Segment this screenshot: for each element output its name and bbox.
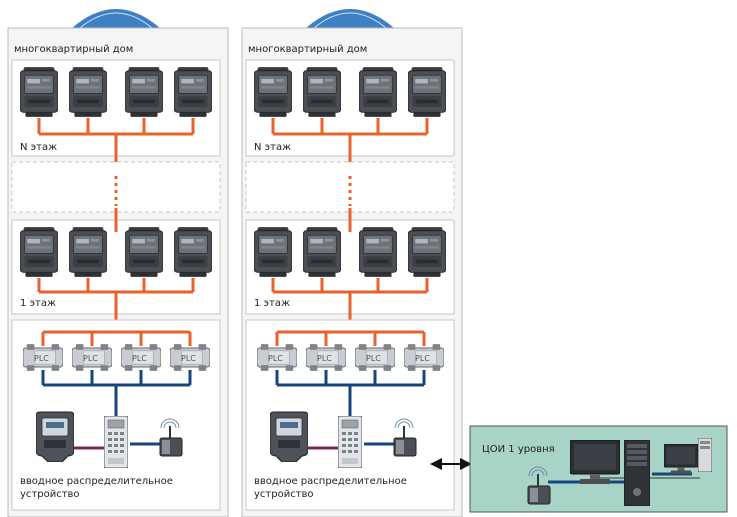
data-center: ЦОИ 1 уровня — [469, 425, 728, 513]
electricity-meter-icon — [359, 66, 397, 118]
data-center-label: ЦОИ 1 уровня — [482, 444, 555, 455]
floor-label-n: N этаж — [254, 142, 291, 153]
device-label-line2: устройство — [254, 489, 314, 500]
plc-label: PLC — [268, 354, 283, 363]
plc-label: PLC — [34, 354, 49, 363]
electricity-meter-icon — [359, 226, 397, 278]
building-title: многоквартирный дом — [248, 44, 367, 55]
electricity-meter-icon — [69, 226, 107, 278]
dome — [72, 9, 160, 28]
dome — [306, 9, 394, 28]
electricity-meter-icon — [254, 66, 292, 118]
electricity-meter-icon — [20, 66, 58, 118]
electricity-meter-icon — [303, 66, 341, 118]
device-label-line1: вводное распределительное — [20, 476, 173, 487]
plc-label: PLC — [181, 354, 196, 363]
building-2: многоквартирный дом N этаж 1 этаж — [241, 9, 463, 517]
building-1: многоквартирный дом N этаж 1 эт — [7, 9, 229, 517]
plc-label: PLC — [132, 354, 147, 363]
floor-intermediate — [11, 161, 221, 213]
link-arrow — [430, 458, 472, 470]
server-tower-icon — [624, 440, 650, 506]
electricity-meter-icon — [20, 226, 58, 278]
electricity-meter-icon — [69, 66, 107, 118]
plc-label: PLC — [366, 354, 381, 363]
floor-intermediate — [245, 161, 455, 213]
electricity-meter-icon — [174, 66, 212, 118]
electricity-meter-icon — [408, 66, 446, 118]
mains-meter-icon — [36, 411, 74, 462]
device-label-line1: вводное распределительное — [254, 476, 407, 487]
controller-icon — [338, 416, 362, 468]
electricity-meter-icon — [408, 226, 446, 278]
electricity-meter-icon — [125, 226, 163, 278]
electricity-meter-icon — [254, 226, 292, 278]
building-title: многоквартирный дом — [14, 44, 133, 55]
floor-label-1: 1 этаж — [20, 298, 56, 309]
electricity-meter-icon — [125, 66, 163, 118]
plc-label: PLC — [83, 354, 98, 363]
controller-icon — [104, 416, 128, 468]
floor-label-n: N этаж — [20, 142, 57, 153]
mains-meter-icon — [270, 411, 308, 462]
device-label-line2: устройство — [20, 489, 80, 500]
server-tower-icon — [698, 438, 712, 472]
floor-label-1: 1 этаж — [254, 298, 290, 309]
electricity-meter-icon — [303, 226, 341, 278]
electricity-meter-icon — [174, 226, 212, 278]
plc-label: PLC — [415, 354, 430, 363]
plc-label: PLC — [317, 354, 332, 363]
